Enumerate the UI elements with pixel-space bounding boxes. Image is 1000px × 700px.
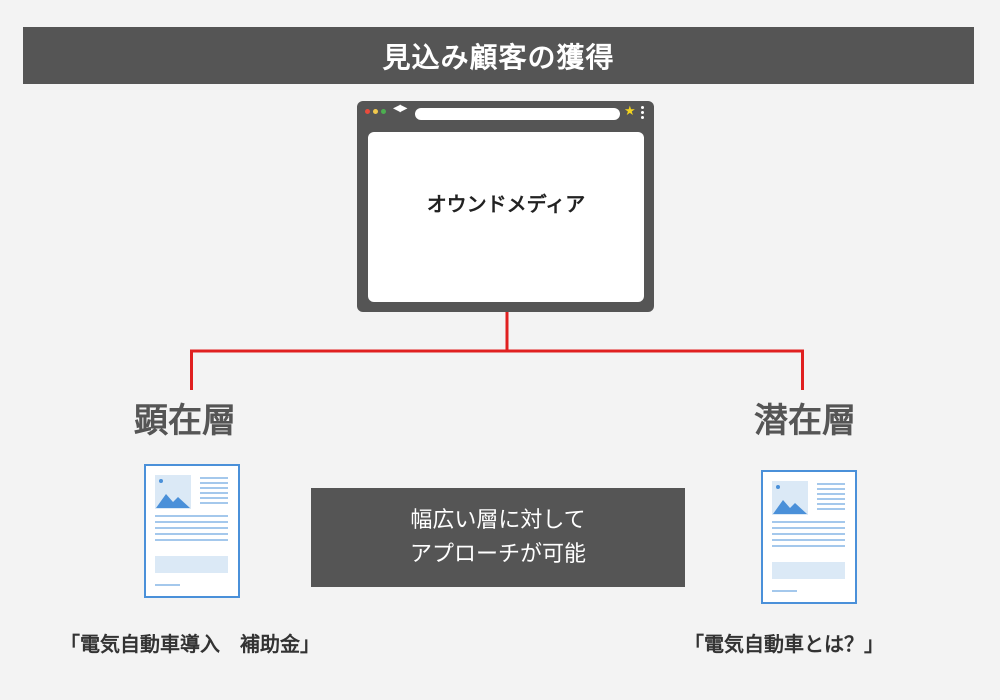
layer-label-senzai: 潜在層 xyxy=(754,401,856,441)
layer-label-kenzai: 顕在層 xyxy=(134,401,236,441)
kebab-menu-icon xyxy=(641,106,644,120)
address-bar xyxy=(415,108,620,120)
star-icon: ★ xyxy=(624,104,636,119)
minimize-dot-icon xyxy=(373,109,378,114)
header-title: 見込み顧客の獲得 xyxy=(382,40,615,74)
center-message-box: 幅広い層に対して アプローチが可能 xyxy=(311,488,685,587)
browser-content: オウンドメディア xyxy=(368,132,644,302)
search-keyword-caption-right: 「電気自動車とは？」 xyxy=(684,632,884,656)
header-banner: 見込み顧客の獲得 xyxy=(23,27,974,84)
document-icon xyxy=(144,464,240,598)
close-dot-icon xyxy=(365,109,370,114)
center-message-line1: 幅広い層に対して xyxy=(410,507,586,533)
browser-window: ◀▶ ★ オウンドメディア xyxy=(357,101,654,312)
document-icon xyxy=(761,470,857,604)
center-message-line2: アプローチが可能 xyxy=(409,541,586,567)
owned-media-label: オウンドメディア xyxy=(426,191,586,216)
search-keyword-caption-left: 「電気自動車導入 補助金」 xyxy=(60,632,320,656)
maximize-dot-icon xyxy=(381,109,386,114)
back-forward-icon: ◀▶ xyxy=(393,103,407,114)
